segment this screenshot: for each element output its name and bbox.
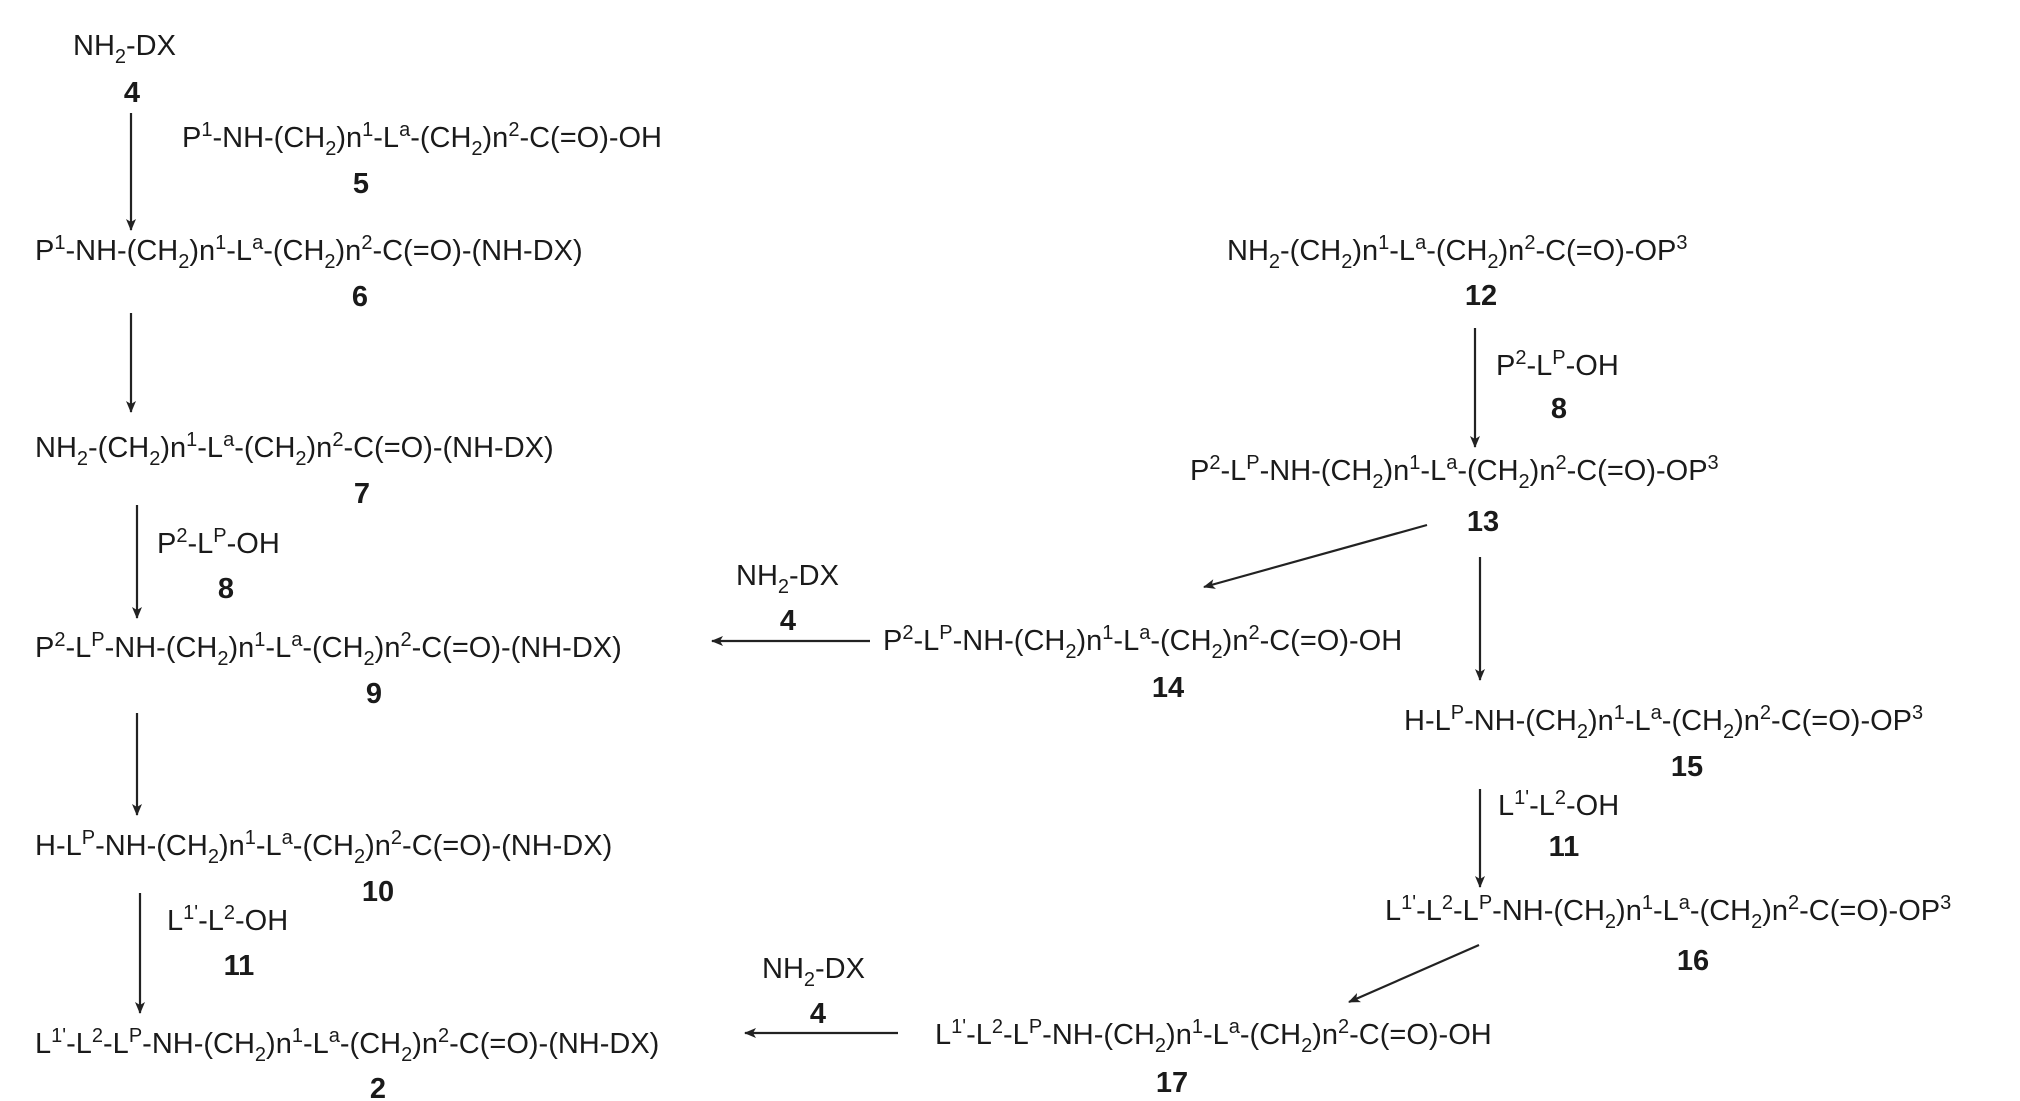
reagent-r11b-number: 11	[1549, 831, 1580, 863]
compound-c4-formula: NH2-DX	[73, 30, 176, 68]
compound-c15-formula: H-LP-NH-(CH2)n1-La-(CH2)n2-C(=O)-OP3	[1404, 702, 1923, 743]
reagent-r8b-formula: P2-LP-OH	[1496, 347, 1619, 382]
compound-c4-number: 4	[124, 77, 140, 109]
reagent-r4b-number: 4	[810, 998, 826, 1030]
compound-c2-number: 2	[370, 1073, 386, 1101]
compound-c7-formula: NH2-(CH2)n1-La-(CH2)n2-C(=O)-(NH-DX)	[35, 429, 554, 470]
reagent-r8a-number: 8	[218, 573, 234, 605]
reagent-r11a-formula: L1'-L2-OH	[167, 902, 288, 937]
compound-c14-number: 14	[1152, 672, 1184, 704]
compound-c2-formula: L1'-L2-LP-NH-(CH2)n1-La-(CH2)n2-C(=O)-(N…	[35, 1025, 659, 1066]
compound-c10-formula: H-LP-NH-(CH2)n1-La-(CH2)n2-C(=O)-(NH-DX)	[35, 827, 612, 868]
arrow-16-to-17	[1349, 945, 1479, 1002]
compound-c14-formula: P2-LP-NH-(CH2)n1-La-(CH2)n2-C(=O)-OH	[883, 622, 1402, 663]
compound-c13-formula: P2-LP-NH-(CH2)n1-La-(CH2)n2-C(=O)-OP3	[1190, 452, 1719, 493]
compound-c9-number: 9	[366, 678, 382, 710]
compound-c13-number: 13	[1467, 506, 1499, 538]
reagent-r5-formula: P1-NH-(CH2)n1-La-(CH2)n2-C(=O)-OH	[182, 119, 662, 160]
arrow-13-to-14	[1204, 525, 1427, 587]
compound-c12-formula: NH2-(CH2)n1-La-(CH2)n2-C(=O)-OP3	[1227, 232, 1688, 273]
reagent-r8b-number: 8	[1551, 393, 1567, 425]
compound-c10-number: 10	[362, 876, 394, 908]
compound-c9-formula: P2-LP-NH-(CH2)n1-La-(CH2)n2-C(=O)-(NH-DX…	[35, 629, 622, 670]
compound-c16-formula: L1'-L2-LP-NH-(CH2)n1-La-(CH2)n2-C(=O)-OP…	[1385, 892, 1951, 933]
reagent-r11a-number: 11	[224, 950, 255, 982]
reagent-r5-number: 5	[353, 168, 369, 200]
compound-c17-number: 17	[1156, 1067, 1188, 1099]
compound-c17-formula: L1'-L2-LP-NH-(CH2)n1-La-(CH2)n2-C(=O)-OH	[935, 1016, 1492, 1057]
reagent-r4a-number: 4	[780, 605, 796, 637]
reagent-r11b-formula: L1'-L2-OH	[1498, 787, 1619, 822]
compound-c15-number: 15	[1671, 751, 1703, 783]
text-layer: NH2-DX4P1-NH-(CH2)n1-La-(CH2)n2-C(=O)-(N…	[35, 30, 1951, 1101]
reagent-r4b-formula: NH2-DX	[762, 953, 865, 991]
compound-c6-number: 6	[352, 281, 368, 313]
compound-c6-formula: P1-NH-(CH2)n1-La-(CH2)n2-C(=O)-(NH-DX)	[35, 232, 583, 273]
reagent-r8a-formula: P2-LP-OH	[157, 525, 280, 560]
compound-c16-number: 16	[1677, 945, 1709, 977]
compound-c12-number: 12	[1465, 280, 1497, 312]
reagent-r4a-formula: NH2-DX	[736, 560, 839, 598]
compound-c7-number: 7	[354, 478, 370, 510]
